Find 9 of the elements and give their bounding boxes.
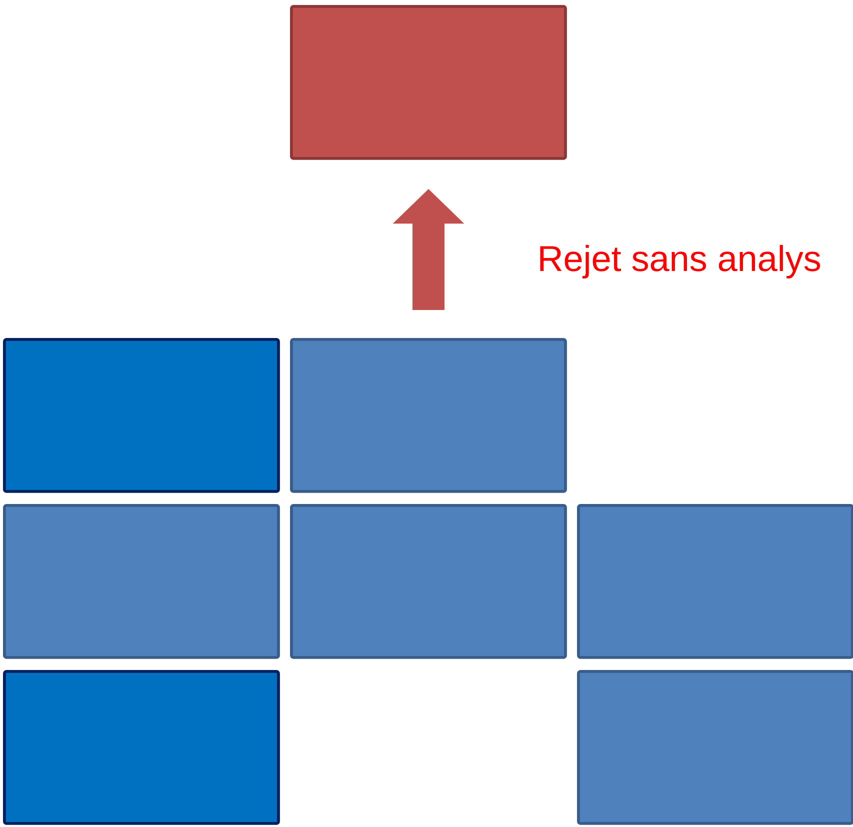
block-box [3,504,280,659]
block-box [577,670,853,825]
block-box [577,504,853,659]
block-box [290,504,567,659]
note-text: Rejet sans analys [540,244,820,278]
block-box [3,670,280,825]
block-box [290,338,567,493]
block-box [3,338,280,493]
block-box [290,5,567,160]
